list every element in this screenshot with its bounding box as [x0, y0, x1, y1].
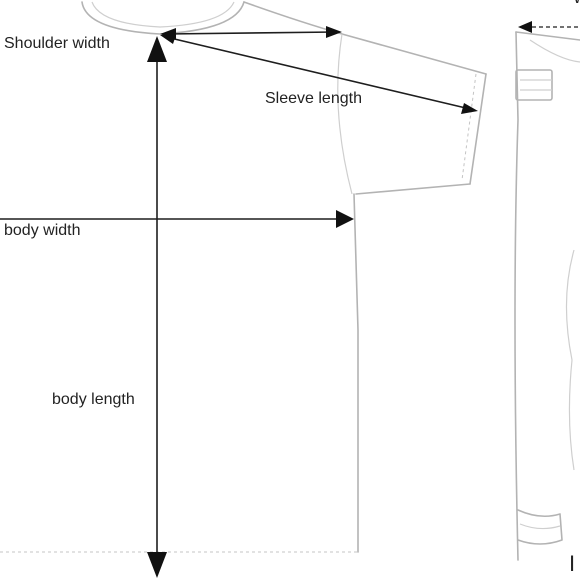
body-length-label: body length	[52, 391, 135, 408]
shoulder-width-arrowhead-right	[326, 26, 342, 38]
collar-inner	[91, 1, 235, 28]
folded-garment-left-edge	[514, 31, 519, 561]
body-width-label: body width	[4, 222, 81, 239]
shoulder-width-line	[165, 31, 337, 35]
folded-garment-outline	[514, 31, 580, 561]
folded-width-partial-label: W	[573, 0, 580, 7]
sleeve-length-line	[165, 36, 471, 110]
sleeve-hem-stitch	[461, 73, 477, 181]
pocket-stitch	[520, 79, 552, 91]
folded-garment-collar	[529, 39, 580, 63]
folded-width-dimension	[518, 21, 580, 33]
sleeve-length-label: Sleeve length	[265, 90, 362, 107]
collar-outer	[81, 1, 245, 35]
body-length-arrowhead-top	[147, 36, 167, 62]
body-width-dimension	[0, 210, 354, 228]
shoulder-width-label: Shoulder width	[4, 35, 110, 52]
body-side-seam	[353, 193, 359, 553]
folded-garment-crease	[565, 249, 575, 471]
folded-length-partial-label: I	[569, 551, 576, 576]
shoulder-width-dimension	[160, 26, 342, 40]
body-width-arrowhead-right	[336, 210, 354, 228]
sleeve-top-edge	[341, 33, 487, 75]
sleeve-length-arrowhead-end	[461, 103, 478, 114]
sleeve-hem	[469, 73, 487, 185]
folded-garment-cuff-fold	[519, 523, 561, 530]
sleeve-length-arrowhead-start	[160, 35, 176, 44]
sleeve-underside	[355, 183, 471, 195]
body-length-dimension	[147, 36, 167, 578]
folded-garment-cuff	[517, 509, 563, 545]
armhole-seam	[337, 33, 353, 195]
folded-garment-top-edge	[515, 31, 580, 41]
tshirt-outline	[0, 1, 487, 553]
sleeve-length-dimension	[160, 35, 478, 114]
folded-width-arrowhead-left	[518, 21, 532, 33]
body-length-arrowhead-bottom	[147, 552, 167, 578]
pocket-icon	[515, 69, 553, 101]
